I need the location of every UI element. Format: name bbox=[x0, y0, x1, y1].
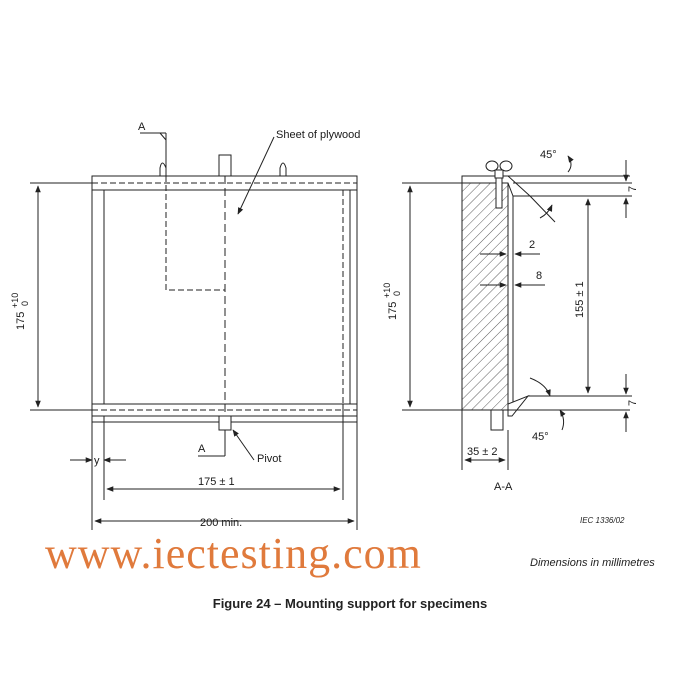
section-height-text: 175 +10 0 bbox=[382, 283, 402, 320]
plywood-label: Sheet of plywood bbox=[276, 129, 360, 141]
units-note: Dimensions in millimetres bbox=[530, 557, 655, 569]
angle-top-label: 45° bbox=[540, 149, 557, 161]
dim-7-bottom-label: 7 bbox=[627, 400, 639, 406]
section-mark-bottom bbox=[198, 430, 226, 457]
pivot-label: Pivot bbox=[257, 453, 281, 465]
iec-ref-code: IEC 1336/02 bbox=[580, 516, 625, 525]
dim-7-top-label: 7 bbox=[627, 186, 639, 192]
section-title: A-A bbox=[494, 481, 513, 493]
dim-155-label: 155 ± 1 bbox=[574, 281, 586, 318]
front-height-text: 175 +10 0 bbox=[10, 293, 30, 330]
front-height-dimension bbox=[30, 182, 92, 411]
front-view bbox=[91, 175, 358, 423]
section-width-dimension bbox=[461, 410, 509, 470]
inner-width-dimension bbox=[106, 404, 344, 500]
pivot-leader bbox=[232, 429, 255, 461]
watermark: www.iectesting.com bbox=[45, 529, 422, 578]
section-mark-top bbox=[140, 132, 167, 170]
bottom-pivot-icon bbox=[218, 415, 232, 431]
svg-text:+10: +10 bbox=[382, 283, 392, 298]
figure-caption: Figure 24 – Mounting support for specime… bbox=[212, 596, 488, 611]
section-width-label: 35 ± 2 bbox=[467, 446, 498, 458]
angle-bottom-label: 45° bbox=[532, 431, 549, 443]
dim-7-top bbox=[513, 160, 632, 218]
section-mark-top-label: A bbox=[138, 121, 146, 133]
svg-text:175: 175 bbox=[15, 312, 27, 330]
svg-text:175: 175 bbox=[387, 302, 399, 320]
top-pivot-icon bbox=[218, 154, 232, 177]
angle-top-dimension bbox=[508, 155, 630, 223]
svg-text:+10: +10 bbox=[10, 293, 20, 308]
inner-width-label: 175 ± 1 bbox=[198, 476, 235, 488]
angle-bottom-dimension bbox=[528, 377, 566, 431]
wing-screw-icon bbox=[159, 162, 287, 177]
outer-width-label: 200 min. bbox=[200, 517, 242, 529]
dim-7-bottom bbox=[528, 374, 632, 432]
plywood-leader bbox=[237, 136, 275, 215]
wing-nut-icon bbox=[485, 160, 513, 209]
svg-text:0: 0 bbox=[20, 301, 30, 306]
plywood-hidden-edge bbox=[165, 176, 225, 291]
section-pivot-icon bbox=[490, 409, 504, 431]
dim-8-label: 8 bbox=[536, 270, 542, 282]
outer-width-dimension bbox=[94, 422, 358, 530]
section-mark-bottom-label: A bbox=[198, 443, 206, 455]
section-view bbox=[461, 175, 630, 417]
svg-text:0: 0 bbox=[392, 291, 402, 296]
y-label: y bbox=[94, 455, 100, 467]
bottom-clamp bbox=[507, 394, 530, 417]
dim-2-label: 2 bbox=[529, 239, 535, 251]
section-height-dimension bbox=[402, 182, 462, 411]
plywood-section bbox=[461, 182, 509, 411]
y-dimension bbox=[70, 416, 126, 530]
